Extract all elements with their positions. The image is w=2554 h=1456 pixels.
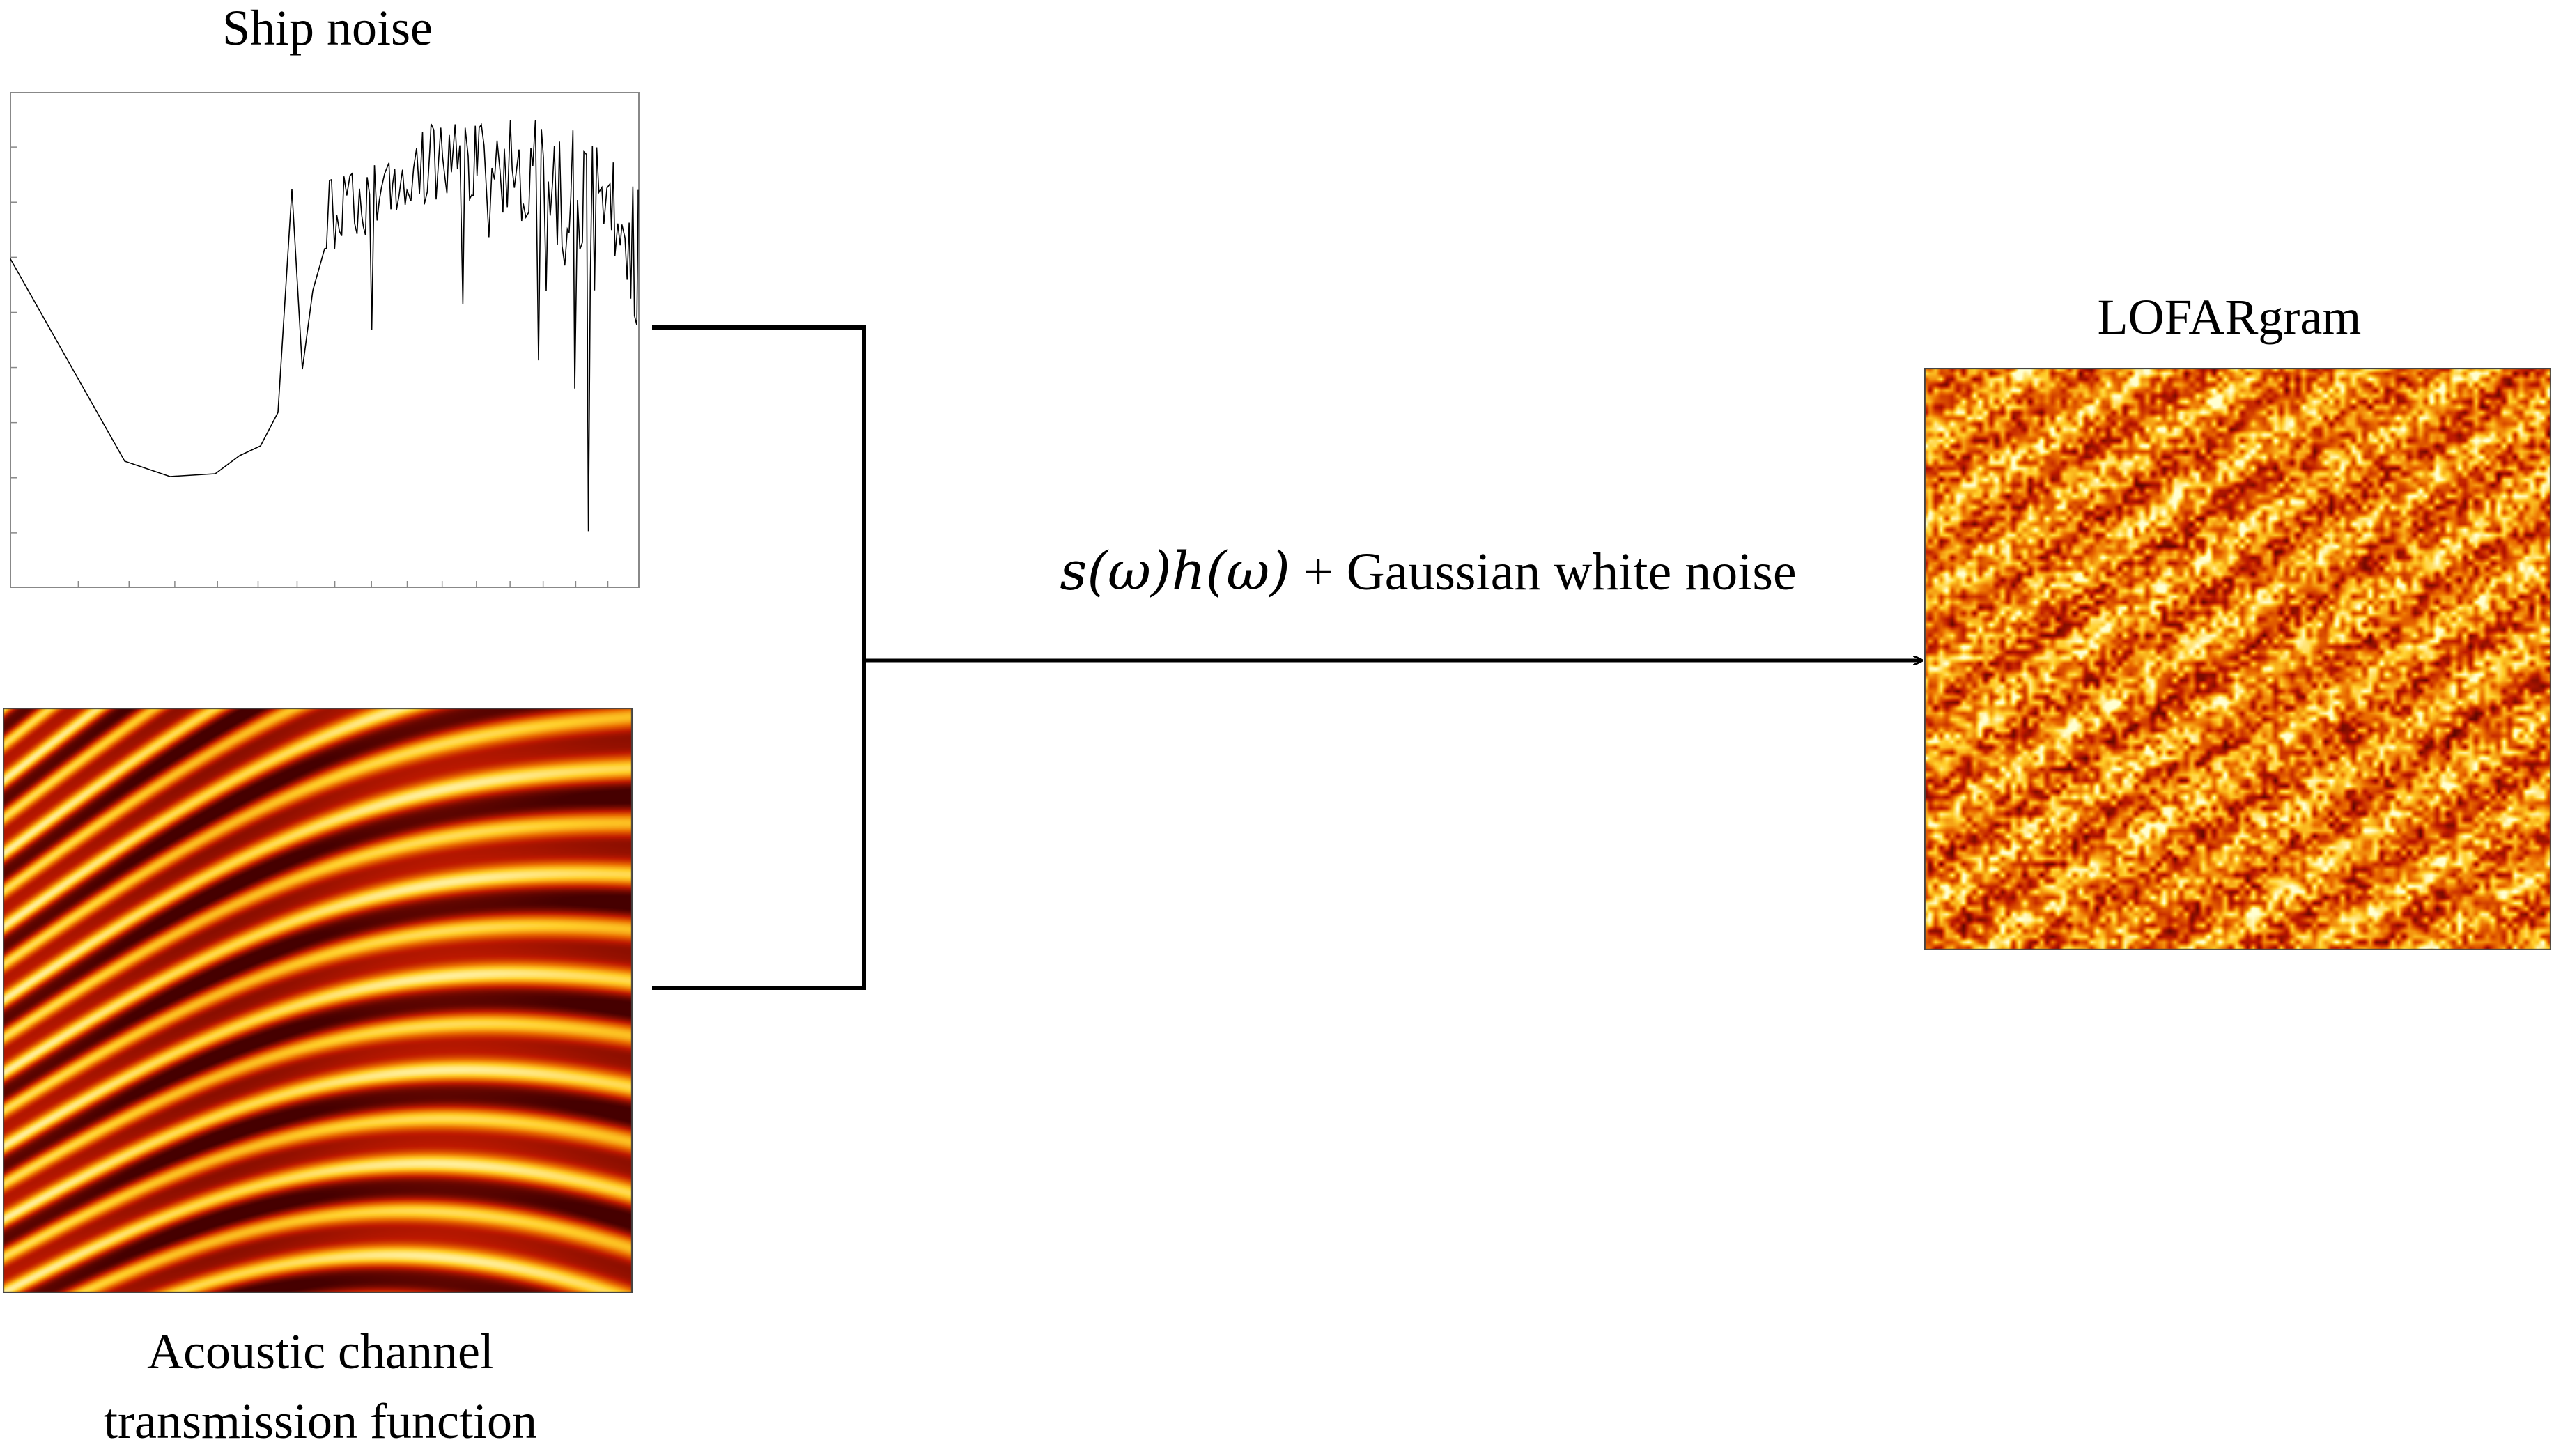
plot-ticks [11,146,609,587]
spectrum-line [10,119,639,532]
combination-formula: s(ω)h(ω) + Gaussian white noise [961,536,1895,607]
connector-top-branch [652,325,866,990]
formula-math: s(ω)h(ω) [1060,540,1290,602]
plot-frame [10,92,640,588]
ship-noise-title: Ship noise [222,0,433,56]
lofargram-title: LOFARgram [2097,289,2362,345]
channel-title-line1: Acoustic channel [147,1324,494,1379]
channel-function-title: Acoustic channel transmission function [0,1317,641,1456]
channel-title-line2: transmission function [104,1393,537,1449]
ship-noise-spectrum-plot [10,92,640,588]
channel-transmission-heatmap [3,708,633,1293]
formula-text: + Gaussian white noise [1290,543,1797,601]
lofargram-heatmap [1924,368,2551,950]
